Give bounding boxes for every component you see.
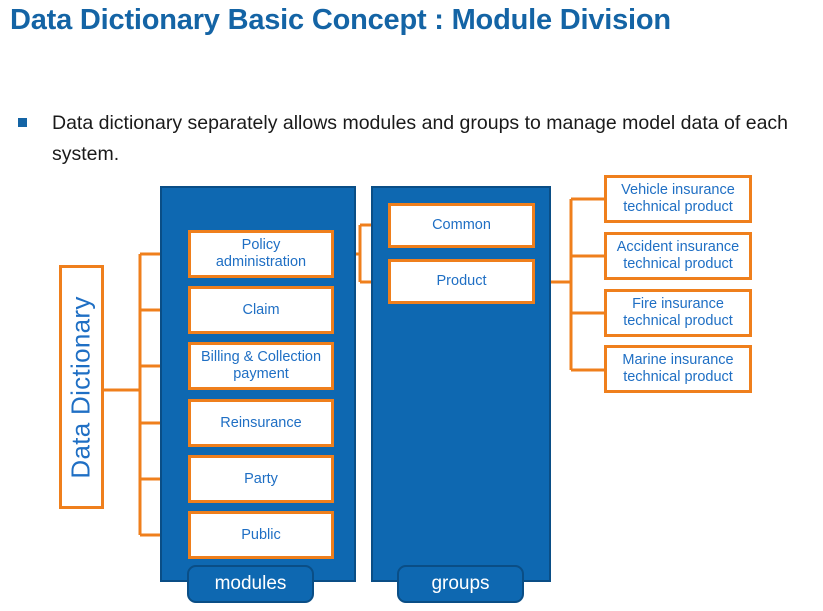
- data-dictionary-box[interactable]: Data Dictionary: [59, 265, 104, 509]
- bullet-square-icon: [18, 118, 27, 127]
- product-box-accident-insurance[interactable]: Accident insurance technical product: [604, 232, 752, 280]
- bullet-text: Data dictionary separately allows module…: [52, 112, 789, 165]
- module-box-party[interactable]: Party: [188, 455, 334, 503]
- pill-label-groups[interactable]: groups: [397, 565, 524, 603]
- module-box-billing-collection-payment[interactable]: Billing & Collection payment: [188, 342, 334, 390]
- product-box-fire-insurance[interactable]: Fire insurance technical product: [604, 289, 752, 337]
- module-box-reinsurance[interactable]: Reinsurance: [188, 399, 334, 447]
- product-box-marine-insurance[interactable]: Marine insurance technical product: [604, 345, 752, 393]
- pill-label-modules[interactable]: modules: [187, 565, 314, 603]
- module-box-public[interactable]: Public: [188, 511, 334, 559]
- group-box-product[interactable]: Product: [388, 259, 535, 304]
- module-box-claim[interactable]: Claim: [188, 286, 334, 334]
- module-box-policy-administration[interactable]: Policy administration: [188, 230, 334, 278]
- data-dictionary-label: Data Dictionary: [66, 295, 97, 479]
- product-box-vehicle-insurance[interactable]: Vehicle insurance technical product: [604, 175, 752, 223]
- page-title: Data Dictionary Basic Concept : Module D…: [10, 4, 671, 36]
- panel-groups: [371, 186, 551, 582]
- group-box-common[interactable]: Common: [388, 203, 535, 248]
